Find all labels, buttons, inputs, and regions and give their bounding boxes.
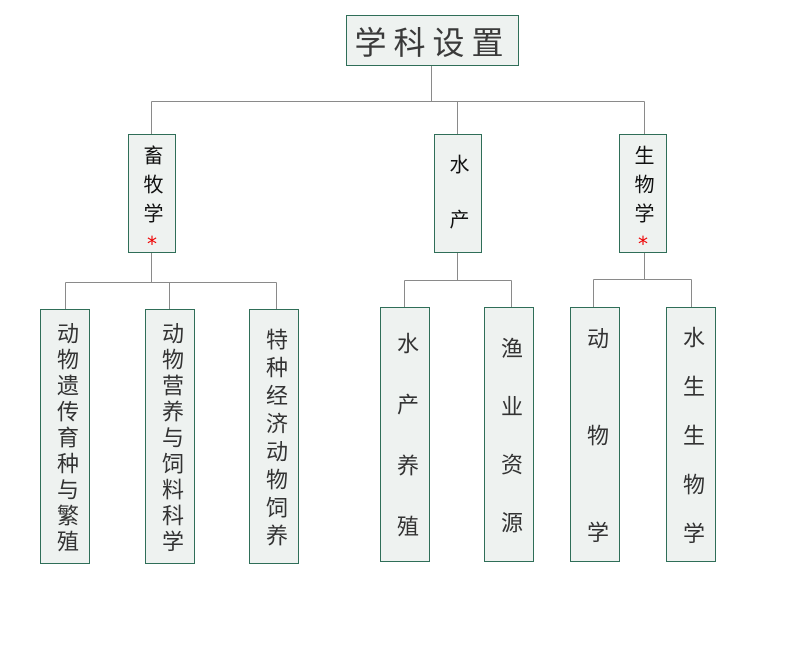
node-zoology: 动物学 (570, 307, 620, 618)
node-animal-genetics-breeding: 动物遗传育种与繁殖 (40, 309, 90, 564)
key-discipline-marker: * (638, 232, 648, 256)
node-label: 动物营养与饲料科学 (158, 321, 183, 556)
node-label: 特种经济动物饲养 (262, 327, 287, 552)
key-discipline-marker: * (147, 232, 157, 256)
node-label: 动物遗传育种与繁殖 (53, 321, 78, 556)
node-animal-husbandry: 畜牧学 * (128, 134, 176, 256)
node-label: 畜牧学 (140, 145, 164, 232)
node-biology: 生物学 * (619, 134, 667, 256)
node-label: 渔业资源 (497, 336, 522, 569)
connector-root (151, 66, 645, 134)
node-fishery-resources: 渔业资源 (484, 307, 534, 569)
node-label: 水产 (446, 153, 470, 264)
connector-animal-husbandry (65, 253, 277, 309)
connector-aquaculture (404, 253, 512, 307)
node-label: 水生生物学 (679, 325, 704, 571)
node-label: 生物学 (631, 145, 655, 232)
node-aquaculture-farming: 水产养殖 (380, 307, 430, 576)
node-label: 动物学 (583, 326, 608, 618)
root-label: 学科设置 (354, 23, 511, 62)
node-label: 水产养殖 (393, 332, 418, 576)
node-hydrobiology: 水生生物学 (666, 307, 716, 571)
root-node-discipline-setup: 学科设置 (346, 15, 519, 66)
node-special-economic-animal: 特种经济动物饲养 (249, 309, 299, 564)
node-animal-nutrition-feed: 动物营养与饲料科学 (145, 309, 195, 564)
connector-biology (593, 253, 692, 307)
node-aquaculture: 水产 (434, 134, 482, 264)
